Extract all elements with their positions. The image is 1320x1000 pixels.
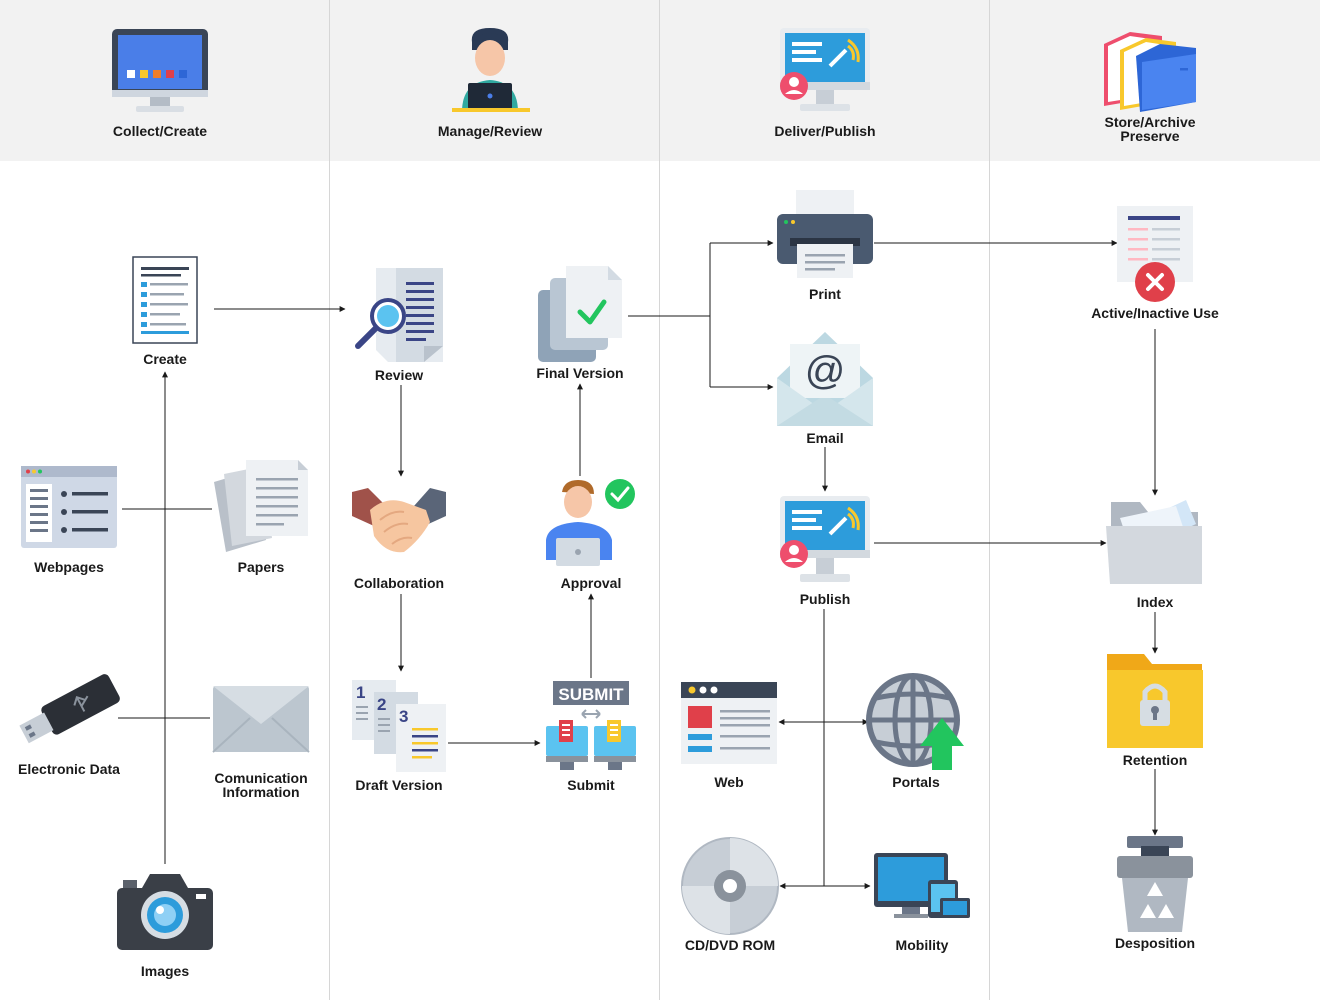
active-inactive-icon: [1117, 206, 1193, 302]
mobility-devices-icon: [874, 853, 970, 918]
label-review: Review: [374, 367, 424, 383]
label-portals: Portals: [892, 774, 940, 790]
folders-icon: [1104, 32, 1196, 112]
papers-icon: [214, 460, 308, 552]
label-index: Index: [1136, 594, 1174, 610]
email-at-symbol: @: [805, 349, 846, 393]
submit-icon: SUBMIT: [546, 681, 636, 770]
label-active-inactive-use: Active/Inactive Use: [1091, 305, 1219, 321]
review-icon: [355, 268, 443, 362]
retention-lock-icon: [1107, 654, 1203, 748]
label-submit: Submit: [567, 777, 615, 793]
recycle-bin-icon: [1117, 836, 1193, 932]
envelope-icon: [212, 686, 310, 753]
label-mobility: Mobility: [895, 937, 949, 953]
connectors: [118, 240, 1158, 889]
usb-drive-icon: [19, 674, 120, 744]
draft-number-2: 2: [377, 695, 386, 714]
label-papers: Papers: [237, 559, 285, 575]
index-folder-icon: [1106, 500, 1202, 584]
label-publish: Publish: [799, 591, 851, 607]
label-final-version: Final Version: [536, 365, 624, 381]
draft-number-3: 3: [399, 707, 408, 726]
label-create: Create: [143, 351, 187, 367]
label-web: Web: [714, 774, 744, 790]
draft-version-icon: 1 2 3: [352, 680, 446, 772]
submit-sign-text: SUBMIT: [558, 685, 624, 704]
label-cd-dvd-rom: CD/DVD ROM: [684, 937, 776, 953]
monitor-icon: [112, 29, 208, 112]
printer-icon: [777, 190, 873, 278]
handshake-icon: [352, 488, 446, 553]
lane-title-collect: Collect/Create: [112, 123, 208, 139]
label-desposition: Desposition: [1114, 935, 1196, 951]
email-icon: @: [777, 332, 873, 426]
create-document-icon: [132, 256, 198, 344]
final-version-icon: [538, 266, 622, 362]
cd-dvd-icon: [681, 837, 779, 935]
label-communication-line1: Comunication: [214, 770, 308, 786]
web-browser-icon: [681, 682, 777, 764]
lane-subtitle-store: Preserve: [1120, 128, 1180, 144]
globe-portals-icon: [866, 673, 964, 770]
lane-title-deliver: Deliver/Publish: [774, 123, 876, 139]
publish-screen-icon: [780, 496, 870, 582]
label-webpages: Webpages: [34, 559, 104, 575]
label-email: Email: [806, 430, 844, 446]
label-collaboration: Collaboration: [353, 575, 445, 591]
label-communication-line2: Information: [222, 784, 300, 800]
label-retention: Retention: [1122, 752, 1188, 768]
lane-title-store: Store/Archive: [1104, 114, 1196, 130]
label-print: Print: [809, 286, 841, 302]
draft-number-1: 1: [356, 683, 365, 702]
label-electronic-data: Electronic Data: [18, 761, 120, 777]
webpages-icon: [21, 466, 117, 548]
lane-title-manage: Manage/Review: [437, 123, 543, 139]
person-laptop-icon: [452, 28, 530, 112]
label-approval: Approval: [560, 575, 622, 591]
label-draft-version: Draft Version: [355, 777, 443, 793]
camera-icon: [117, 874, 213, 950]
approval-person-icon: [546, 479, 635, 566]
publish-monitor-icon: [780, 28, 870, 111]
label-images: Images: [140, 963, 190, 979]
